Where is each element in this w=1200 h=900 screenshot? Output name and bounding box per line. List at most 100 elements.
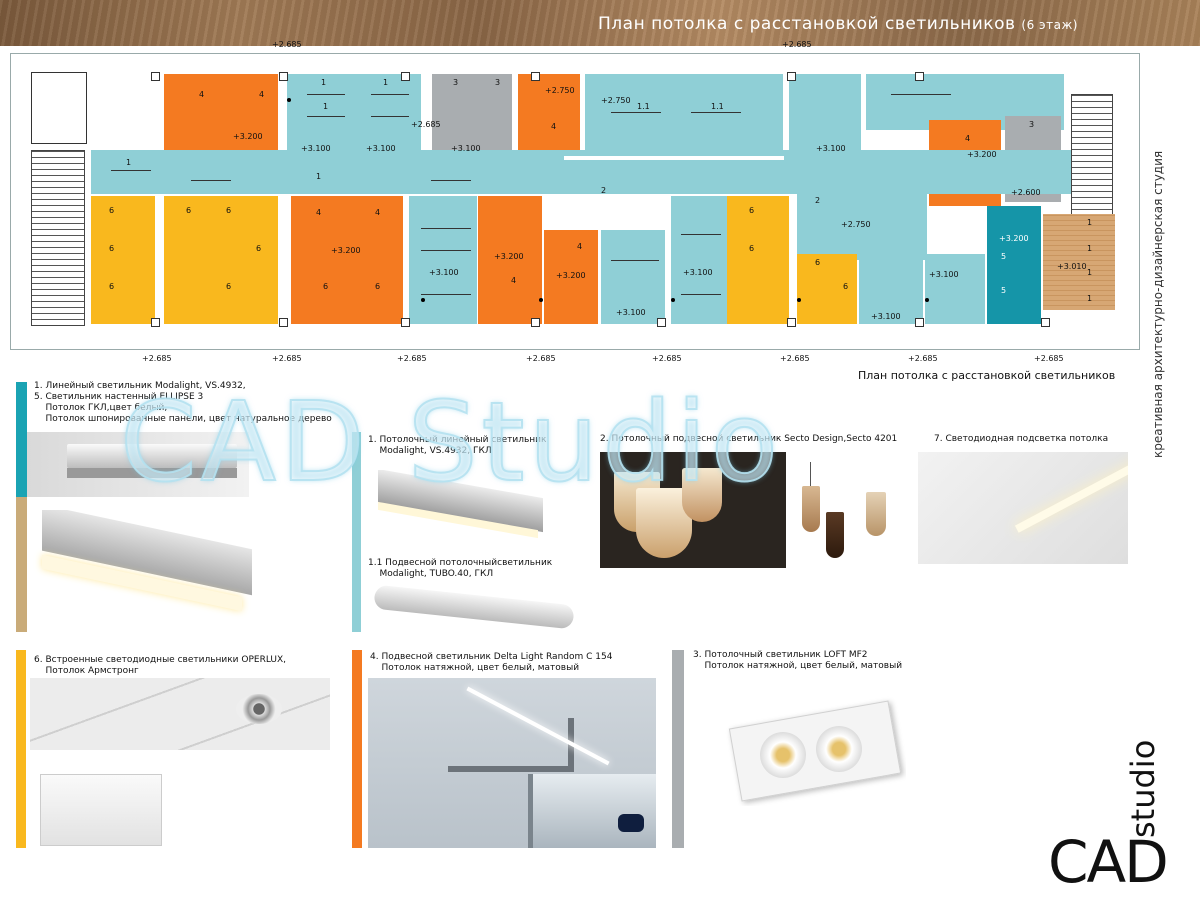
structural-column	[531, 72, 540, 81]
photo-operlux-panel	[36, 764, 166, 848]
caption-group-a: 1. Линейный светильник Modalight, VS.493…	[34, 381, 332, 424]
room-orange-1	[164, 74, 278, 158]
fixture-tag: 6	[109, 282, 115, 291]
fixture-tag: 6	[226, 282, 232, 291]
linear-lamp	[421, 294, 471, 295]
fixture-tag: 6	[375, 282, 381, 291]
plan-elevation-top: +2.685	[782, 40, 812, 49]
left-office-blank	[31, 72, 87, 144]
photo-modalight-tubo40	[368, 585, 580, 635]
structural-column	[787, 318, 796, 327]
page-title: План потолка с расстановкой светильников…	[598, 14, 1078, 34]
fixture-tag: 1	[316, 172, 322, 181]
fixture-tag: 3	[453, 78, 459, 87]
room-elevation: +3.200	[556, 271, 586, 280]
room-teal-office-e	[601, 230, 665, 324]
wall-divider	[281, 196, 289, 324]
fixture-tag: 4	[199, 90, 205, 99]
plan-elevation-bottom: +2.685	[272, 354, 302, 363]
room-dark-teal	[987, 206, 1041, 324]
fixture-tag: 6	[226, 206, 232, 215]
fixture-tag: 2	[601, 186, 607, 195]
linear-lamp	[111, 170, 151, 171]
photo-armstrong-ceiling	[30, 678, 330, 750]
fixture-tag: 4	[316, 208, 322, 217]
room-orange-4	[291, 196, 403, 324]
wall-divider	[157, 196, 163, 324]
photo-wall-lamp	[27, 432, 249, 497]
teal-strip-2	[352, 432, 361, 632]
fixture-tag: 4	[511, 276, 517, 285]
room-grey-1	[432, 74, 512, 158]
room-yellow-2	[164, 196, 278, 324]
fixture-tag: 2	[815, 196, 821, 205]
watermark-text: CAD Studio	[119, 377, 783, 507]
linear-lamp	[681, 294, 721, 295]
linear-lamp	[611, 260, 659, 261]
fixture-tag: 5	[1001, 286, 1007, 295]
room-elevation: +3.200	[999, 234, 1029, 243]
fixture-tag: 1	[383, 78, 389, 87]
wall-divider	[789, 196, 797, 324]
wall-divider	[564, 156, 784, 160]
fixture-tag: 4	[577, 242, 583, 251]
room-elevation: +3.200	[233, 132, 263, 141]
room-elevation: +3.100	[301, 144, 331, 153]
wall-lamp-dot	[421, 298, 425, 302]
structural-column	[787, 72, 796, 81]
room-yellow-1	[91, 196, 155, 324]
room-orange-6	[544, 230, 598, 324]
room-elevation: +2.685	[411, 120, 441, 129]
fixture-tag: 3	[495, 78, 501, 87]
plan-elevation-bottom: +2.685	[908, 354, 938, 363]
wall-lamp-dot	[797, 298, 801, 302]
title-suffix: (6 этаж)	[1021, 18, 1078, 32]
room-elevation: +2.750	[841, 220, 871, 229]
fixture-tag: 6	[186, 206, 192, 215]
room-elevation: +3.200	[494, 252, 524, 261]
linear-lamp	[681, 234, 721, 235]
room-elevation: +3.100	[929, 270, 959, 279]
room-elevation: +2.750	[545, 86, 575, 95]
room-teal-office-g	[859, 254, 923, 324]
structural-column	[151, 72, 160, 81]
structural-column	[915, 72, 924, 81]
photo-led-cove	[918, 452, 1128, 564]
fixture-tag: 6	[843, 282, 849, 291]
room-teal-office-c	[789, 74, 861, 158]
photo-loft-mf2	[716, 688, 906, 806]
plan-elevation-bottom: +2.685	[526, 354, 556, 363]
wall-lamp-dot	[539, 298, 543, 302]
plan-elevation-bottom: +2.685	[1034, 354, 1064, 363]
fixture-tag: 6	[749, 206, 755, 215]
room-elevation: +2.750	[601, 96, 631, 105]
structural-column	[401, 318, 410, 327]
room-elevation: +3.100	[429, 268, 459, 277]
wall-lamp-dot	[287, 98, 291, 102]
fixture-tag: 1	[1087, 268, 1093, 277]
fixture-tag: 1	[1087, 244, 1093, 253]
plan-caption: План потолка с расстановкой светильников	[858, 369, 1116, 382]
structural-column	[279, 318, 288, 327]
linear-lamp	[371, 94, 409, 95]
photo-linear-profile	[30, 510, 252, 628]
plan-elevation-bottom: +2.685	[142, 354, 172, 363]
caption-item-7: 7. Светодиодная подсветка потолка	[934, 434, 1109, 444]
linear-lamp	[307, 94, 345, 95]
caption-item-2: 2. Потолочный подвесной светильник Secto…	[600, 434, 898, 444]
photo-secto-pendants	[600, 452, 786, 568]
plan-elevation-bottom: +2.685	[397, 354, 427, 363]
room-wood-panel	[1043, 214, 1115, 310]
wood-texture	[0, 0, 1200, 46]
room-teal-office-h	[925, 254, 985, 324]
room-elevation: +3.100	[366, 144, 396, 153]
yellow-strip	[16, 650, 26, 848]
linear-lamp	[891, 94, 951, 95]
logo-cad: CAD	[1048, 828, 1169, 896]
fixture-tag: 1.1	[637, 102, 650, 111]
fixture-tag: 6	[323, 282, 329, 291]
logo-studio: studio	[1124, 739, 1162, 838]
linear-lamp	[371, 116, 409, 117]
room-elevation: +3.100	[816, 144, 846, 153]
structural-column	[1041, 318, 1050, 327]
